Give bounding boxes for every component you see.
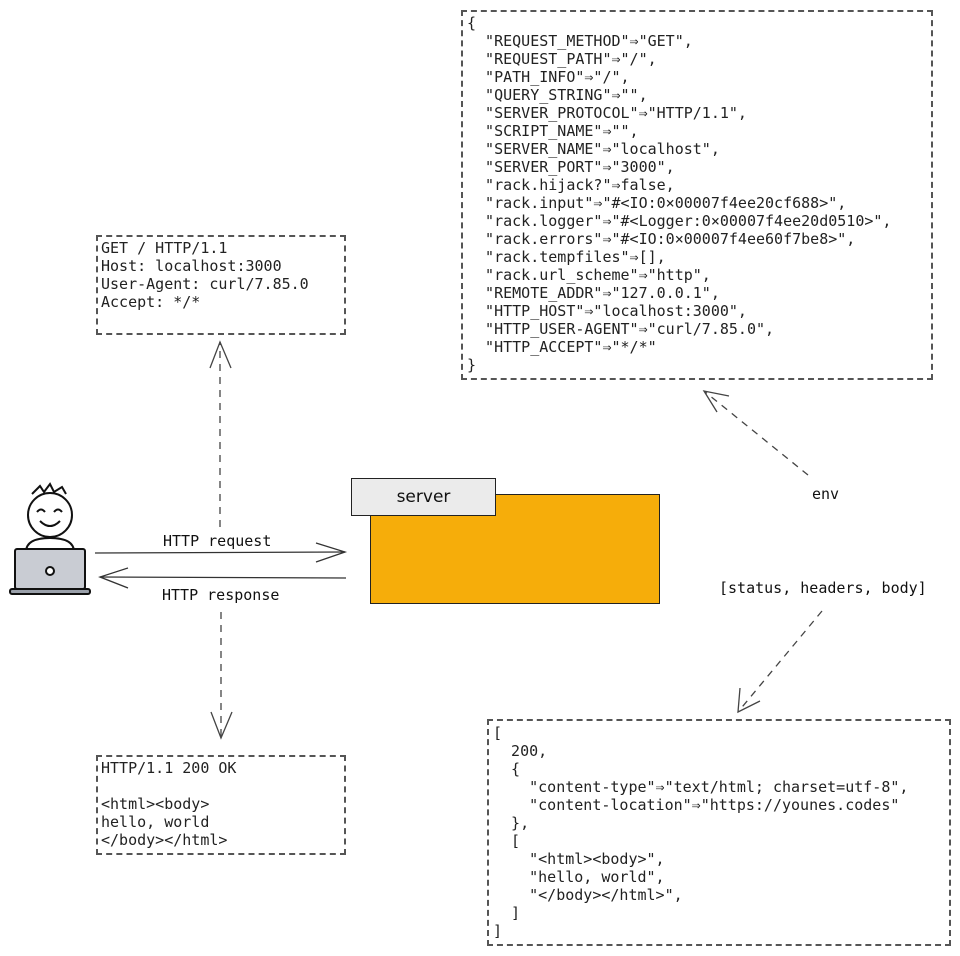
env-box-line: "REQUEST_METHOD"⇒"GET",	[467, 32, 693, 50]
env-box-line: "QUERY_STRING"⇒"",	[467, 86, 648, 104]
response-box-line: hello, world	[101, 813, 210, 831]
env-box-line: "rack.url_scheme"⇒"http",	[467, 266, 711, 284]
response-box-line: <html><body>	[101, 795, 210, 813]
request-box-line: User-Agent: curl/7.85.0	[101, 275, 309, 293]
env-box-line: "rack.logger"⇒"#<Logger:0×00007f4ee20d05…	[467, 212, 892, 230]
rack-triplet-label: [status, headers, body]	[719, 579, 927, 597]
env-box-line: "SERVER_PROTOCOL"⇒"HTTP/1.1",	[467, 104, 747, 122]
env-arrow	[702, 390, 809, 476]
rack-response-box-line: "hello, world",	[493, 868, 665, 886]
rack-response-box-line: "</body></html>",	[493, 886, 683, 904]
env-box-line: "PATH_INFO"⇒"/",	[467, 68, 630, 86]
env-box-line: "rack.tempfiles"⇒[],	[467, 248, 666, 266]
env-box-line: "HTTP_USER-AGENT"⇒"curl/7.85.0",	[467, 320, 775, 338]
env-hash-text: { "REQUEST_METHOD"⇒"GET", "REQUEST_PATH"…	[467, 14, 891, 374]
rack-response-text: [ 200, { "content-type"⇒"text/html; char…	[493, 724, 908, 940]
rack-response-box-line: "content-type"⇒"text/html; charset=utf-8…	[493, 778, 909, 796]
http-request-text: GET / HTTP/1.1 Host: localhost:3000 User…	[101, 239, 309, 311]
rack-response-box-line: "<html><body>",	[493, 850, 665, 868]
rack-response-box-line: ]	[493, 904, 521, 922]
env-box-line: "REQUEST_PATH"⇒"/",	[467, 50, 657, 68]
env-box-line: "SERVER_PORT"⇒"3000",	[467, 158, 675, 176]
rack-response-box-line: [	[493, 832, 521, 850]
http-response-label: HTTP response	[162, 586, 280, 604]
http-response-text: HTTP/1.1 200 OK <html><body> hello, worl…	[101, 759, 236, 849]
response-box-line: </body></html>	[101, 831, 228, 849]
rack-response-box-line: 200,	[493, 742, 548, 760]
rack-response-box-line: ]	[493, 922, 503, 940]
env-box-line: }	[467, 356, 477, 374]
http-response-arrow	[98, 567, 347, 589]
user-with-laptop-icon	[9, 482, 91, 595]
response-detail-arrow	[210, 612, 233, 740]
http-request-box	[96, 235, 346, 335]
rack-response-box-line: {	[493, 760, 521, 778]
env-box-line: "REMOTE_ADDR"⇒"127.0.0.1",	[467, 284, 720, 302]
http-request-arrow	[94, 542, 348, 563]
rack-response-box-line: "content-location"⇒"https://younes.codes…	[493, 796, 900, 814]
request-box-line: Accept: */*	[101, 293, 201, 311]
env-box-line: {	[467, 14, 477, 32]
rack-response-box-line: },	[493, 814, 530, 832]
env-box-line: "rack.input"⇒"#<IO:0×00007f4ee20cf688>",	[467, 194, 847, 212]
server-folder-tab	[351, 478, 496, 516]
env-box-line: "HTTP_HOST"⇒"localhost:3000",	[467, 302, 747, 320]
env-box-line: "SERVER_NAME"⇒"localhost",	[467, 140, 720, 158]
env-box-line: "SCRIPT_NAME"⇒"",	[467, 122, 639, 140]
env-hash-box	[461, 10, 933, 380]
response-box-line: HTTP/1.1 200 OK	[101, 759, 237, 777]
http-response-box	[96, 755, 346, 855]
rack-triplet-arrow	[737, 610, 823, 714]
server-folder-body	[370, 494, 660, 604]
request-box-line: Host: localhost:3000	[101, 257, 282, 275]
env-box-line: "HTTP_ACCEPT"⇒"*/*"	[467, 338, 657, 356]
env-label: env	[812, 485, 840, 503]
env-box-line: "rack.errors"⇒"#<IO:0×00007f4ee60f7be8>"…	[467, 230, 856, 248]
request-detail-arrow	[209, 340, 232, 527]
rack-response-box-line: [	[493, 724, 503, 742]
request-box-line: GET / HTTP/1.1	[101, 239, 228, 257]
http-request-label: HTTP request	[163, 532, 272, 550]
rack-response-box	[487, 719, 951, 946]
env-box-line: "rack.hijack?"⇒false,	[467, 176, 675, 194]
server-label: server	[396, 487, 451, 507]
